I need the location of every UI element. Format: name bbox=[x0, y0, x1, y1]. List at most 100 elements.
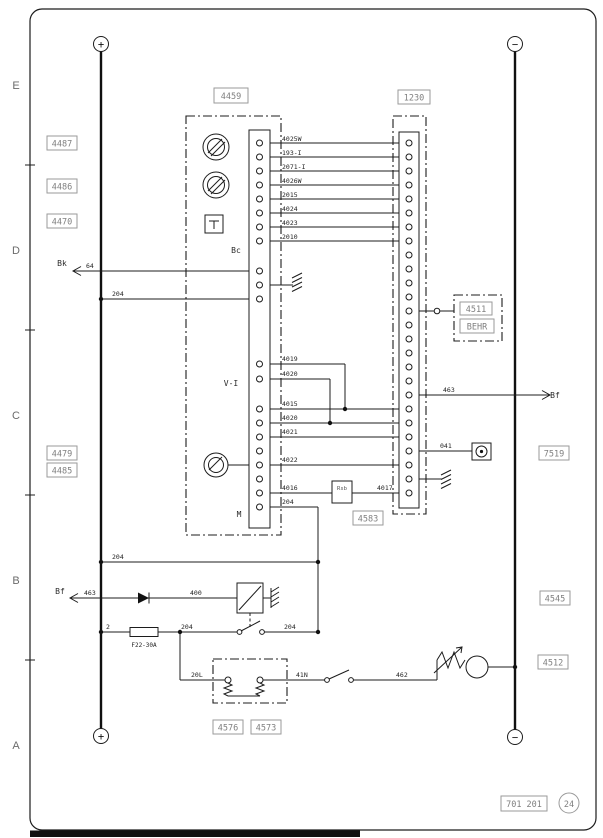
wire-label: 4016 bbox=[282, 484, 298, 492]
wire-label: 4015 bbox=[282, 400, 298, 408]
sensor-unit: 20L 4576 4573 bbox=[179, 632, 288, 735]
footer-bar bbox=[30, 830, 360, 837]
resistor-box bbox=[331, 480, 353, 504]
destination-label: Bk bbox=[57, 259, 67, 268]
right-arrow-icon bbox=[541, 390, 552, 400]
fuse-symbol bbox=[129, 627, 159, 637]
ref-label: 4511 bbox=[466, 305, 486, 315]
ref-label: 4576 bbox=[218, 724, 238, 734]
wire-label: 4024 bbox=[282, 205, 298, 213]
wire-label: 4020 bbox=[282, 414, 298, 422]
minus-terminal-icon bbox=[507, 36, 523, 52]
wire-bf-463-right: 463 Bf bbox=[409, 386, 560, 400]
wire-label: 4017 bbox=[377, 484, 393, 492]
left-connector-strip bbox=[248, 129, 271, 529]
zone-label: B bbox=[12, 575, 19, 587]
ref-box-4512 bbox=[537, 654, 569, 670]
wire-204-top: 204 bbox=[101, 290, 260, 300]
motor-symbol bbox=[465, 655, 489, 679]
ref-label: 4545 bbox=[545, 595, 565, 605]
ref-label: 4459 bbox=[221, 92, 241, 102]
left-arrow-icon bbox=[71, 266, 82, 276]
resistor-4583: Rsb 4583 bbox=[331, 480, 384, 526]
sheet-number-label: 24 bbox=[564, 800, 574, 810]
ref-box-7519 bbox=[538, 445, 570, 461]
switch-symbol bbox=[324, 677, 330, 683]
behr-unit: 4511 BEHR bbox=[453, 294, 503, 342]
destination-label: Bf bbox=[550, 391, 560, 400]
wire-label: 4025W bbox=[282, 135, 302, 143]
wire-label: 204 bbox=[112, 290, 124, 298]
wire-label: 2071-I bbox=[282, 163, 306, 171]
top-wire-group: 4025W 193-I 2071-I 4026W 2015 4024 4023 … bbox=[259, 135, 409, 242]
section-label: Bc bbox=[231, 246, 241, 255]
clock-module-icon bbox=[204, 214, 224, 234]
wire-label: 204 bbox=[181, 623, 193, 631]
wire-label: 2010 bbox=[282, 233, 298, 241]
instrument-icon bbox=[203, 452, 229, 478]
switch-symbol bbox=[236, 629, 243, 635]
ref-box-4487 bbox=[46, 135, 78, 151]
wire-label: 204 bbox=[282, 498, 294, 506]
instrument-icon bbox=[202, 171, 230, 199]
ref-box-4470 bbox=[46, 213, 78, 229]
resistor-squiggle-icon bbox=[254, 682, 266, 697]
left-arrow-icon bbox=[68, 593, 79, 603]
doc-number-label: 701 201 bbox=[506, 800, 542, 810]
ref-box-4576 bbox=[212, 719, 244, 735]
ref-label: 4470 bbox=[52, 218, 72, 228]
ref-label: 4479 bbox=[52, 450, 72, 460]
left-connector-pins bbox=[256, 139, 263, 511]
ref-label: 1230 bbox=[404, 94, 424, 104]
wire-label: 462 bbox=[396, 671, 408, 679]
sensor-box bbox=[212, 658, 288, 704]
wire-label: 204 bbox=[112, 553, 124, 561]
arrow-head-icon bbox=[455, 646, 463, 654]
page-border bbox=[29, 8, 597, 831]
sensor-terminal-icon bbox=[256, 676, 264, 684]
plus-terminal-label: + bbox=[98, 39, 104, 51]
heater-symbol bbox=[436, 650, 466, 670]
wire-label: 400 bbox=[190, 589, 202, 597]
zone-label: D bbox=[12, 245, 20, 257]
title-block: 701 201 24 bbox=[500, 792, 580, 814]
wire-label: 4021 bbox=[282, 428, 298, 436]
instrument-icon bbox=[202, 133, 230, 161]
minus-terminal-icon bbox=[507, 729, 523, 745]
wire-label: 41N bbox=[296, 671, 308, 679]
ref-label: 4583 bbox=[358, 515, 378, 525]
plus-terminal-label: + bbox=[98, 731, 104, 743]
ref-box-1230 bbox=[397, 89, 431, 105]
ref-box-4511 bbox=[459, 301, 493, 316]
wire-label: 4023 bbox=[282, 219, 298, 227]
plus-terminal-icon bbox=[93, 728, 109, 744]
ref-box-4583 bbox=[352, 510, 384, 526]
terminal-label: 2 bbox=[106, 623, 110, 631]
wire-label: 64 bbox=[86, 262, 94, 270]
heater-motor-circuit: 41N 462 bbox=[287, 646, 515, 683]
wire-label: 204 bbox=[284, 623, 296, 631]
wire-4019: 4019 bbox=[259, 355, 346, 409]
ref-box-4485 bbox=[46, 462, 78, 478]
ref-label: BEHR bbox=[467, 323, 488, 333]
junction-dots bbox=[98, 296, 518, 670]
sensor-terminal-icon bbox=[224, 676, 232, 684]
wire-label: 20L bbox=[191, 671, 203, 679]
wire-label: 4022 bbox=[282, 456, 298, 464]
ref-box-4573 bbox=[250, 719, 282, 735]
wire-4015: 4015 bbox=[259, 400, 409, 410]
section-label: M bbox=[237, 510, 242, 519]
wire-label: 463 bbox=[84, 589, 96, 597]
zone-label: A bbox=[12, 740, 20, 752]
main-unit-box bbox=[185, 115, 282, 536]
fuse-label: F22-30A bbox=[131, 642, 157, 649]
right-connector-pins bbox=[405, 139, 413, 497]
right-connector-strip bbox=[398, 131, 420, 509]
wire-041: 041 bbox=[409, 442, 492, 461]
wire-4021: 4021 bbox=[259, 428, 409, 438]
section-label: V-I bbox=[224, 379, 239, 388]
sheet-number-circle bbox=[558, 792, 580, 814]
ref-box-4486 bbox=[46, 178, 78, 194]
resistor-inner-label: Rsb bbox=[337, 486, 347, 492]
